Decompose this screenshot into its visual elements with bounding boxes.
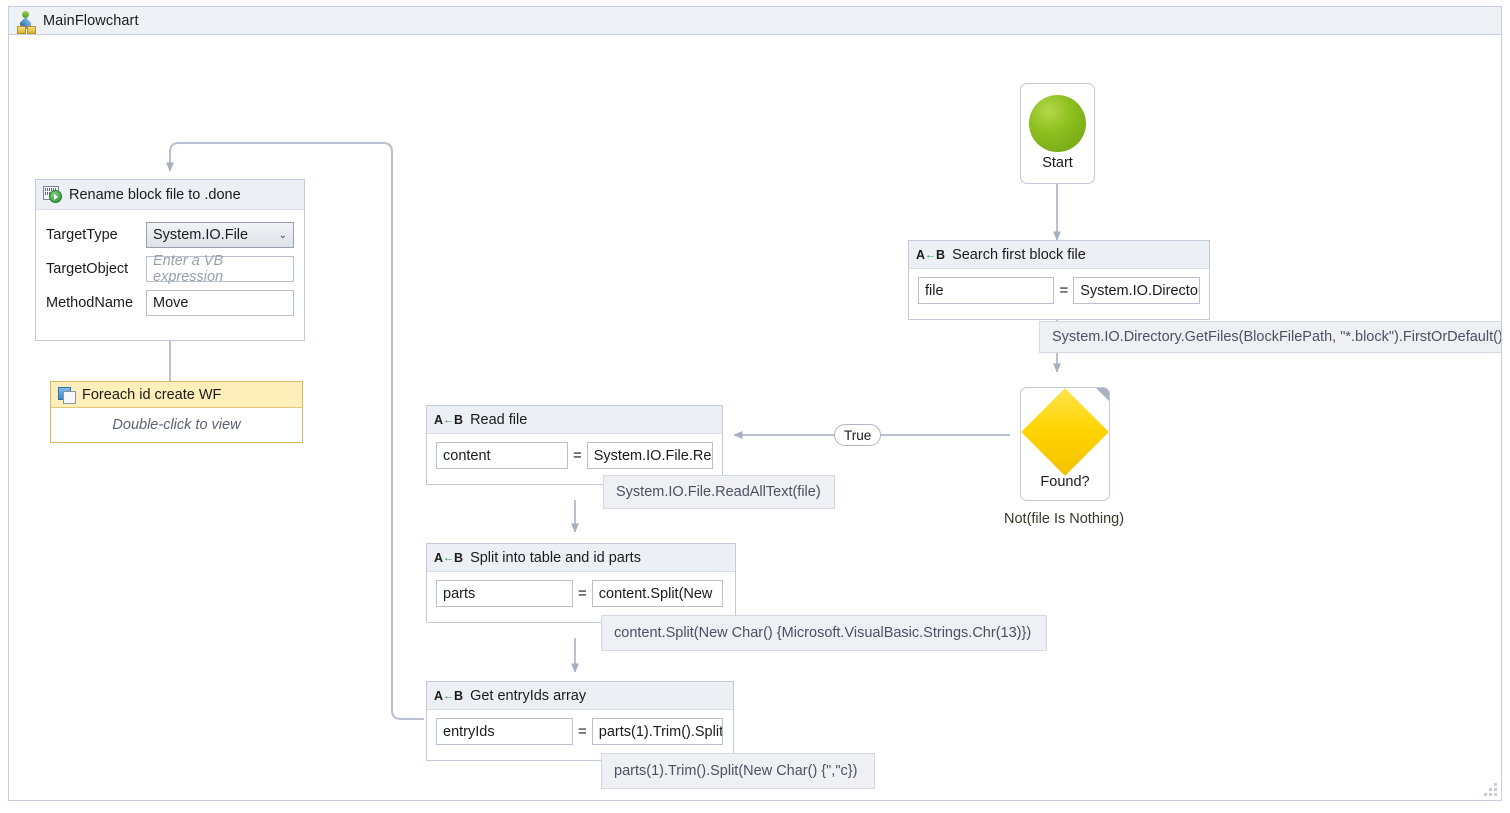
foreach-icon <box>58 386 76 404</box>
expression-tooltip-read-file: System.IO.File.ReadAllText(file) <box>603 475 835 509</box>
assign-to-field[interactable]: parts <box>436 580 573 607</box>
branch-label-true: True <box>834 424 882 446</box>
assign-equals: = <box>578 585 587 602</box>
assign-value-field[interactable]: System.IO.Director <box>1073 277 1200 304</box>
assign-node-get-entryids[interactable]: A←B Get entryIds array entryIds = parts(… <box>426 681 734 761</box>
foreach-node-hint: Double-click to view <box>112 417 241 433</box>
assign-node-search-first-block-file[interactable]: A←B Search first block file file = Syste… <box>908 240 1210 320</box>
expression-tooltip-search: System.IO.Directory.GetFiles(BlockFilePa… <box>1039 321 1501 353</box>
assign-icon: A←B <box>434 688 464 703</box>
expression-tooltip-split-parts: content.Split(New Char() {Microsoft.Visu… <box>601 615 1047 651</box>
decision-diamond-icon <box>1021 388 1109 476</box>
node-body: file = System.IO.Director <box>909 269 1209 313</box>
assign-equals: = <box>573 447 582 464</box>
node-body: content = System.IO.File.Reac <box>427 434 722 478</box>
assign-icon: A←B <box>916 247 946 262</box>
property-label: MethodName <box>46 295 134 311</box>
assign-value-field[interactable]: content.Split(New <box>591 580 723 607</box>
expand-corner-icon[interactable] <box>1096 388 1109 401</box>
assign-node-read-file[interactable]: A←B Read file content = System.IO.File.R… <box>426 405 723 485</box>
node-body: entryIds = parts(1).Trim().Split <box>427 710 733 754</box>
property-label: TargetType <box>46 227 118 243</box>
invoke-method-icon <box>43 186 62 203</box>
assign-value-field[interactable]: parts(1).Trim().Split <box>591 718 723 745</box>
assign-value-field[interactable]: System.IO.File.Reac <box>586 442 713 469</box>
node-header: A←B Search first block file <box>909 241 1209 269</box>
node-header: Rename block file to .done <box>36 180 304 210</box>
flowchart-canvas[interactable]: Start A←B Search first block file file =… <box>9 35 1501 800</box>
workflow-designer-window: MainFlowchart <box>8 6 1502 801</box>
node-title: Rename block file to .done <box>69 186 241 203</box>
property-label: TargetObject <box>46 261 129 277</box>
node-body: parts = content.Split(New <box>427 572 735 616</box>
methodname-input[interactable]: Move <box>146 290 294 316</box>
start-node-label: Start <box>1042 155 1073 171</box>
designer-title: MainFlowchart <box>43 12 139 29</box>
node-title: Foreach id create WF <box>82 386 222 403</box>
node-title: Read file <box>470 411 528 428</box>
decision-node-label: Found? <box>1040 474 1090 490</box>
assign-row: file = System.IO.Director <box>918 277 1200 304</box>
node-header: A←B Split into table and id parts <box>427 544 735 572</box>
assign-node-split-parts[interactable]: A←B Split into table and id parts parts … <box>426 543 736 623</box>
assign-to-field[interactable]: file <box>918 277 1055 304</box>
expression-tooltip-get-entryids: parts(1).Trim().Split(New Char() {","c}) <box>601 753 875 789</box>
assign-equals: = <box>1059 282 1069 299</box>
assign-to-field[interactable]: content <box>436 442 568 469</box>
node-header: A←B Read file <box>427 406 722 434</box>
decision-node-found[interactable]: Found? <box>1020 387 1110 501</box>
assign-equals: = <box>578 723 587 740</box>
assign-icon: A←B <box>434 550 464 565</box>
start-node[interactable]: Start <box>1020 83 1095 184</box>
assign-icon: A←B <box>434 412 464 427</box>
targettype-combobox[interactable]: System.IO.File ⌄ <box>146 222 294 248</box>
assign-row: parts = content.Split(New <box>436 580 726 607</box>
node-header: A←B Get entryIds array <box>427 682 733 710</box>
targettype-value: System.IO.File <box>153 227 249 243</box>
node-title: Get entryIds array <box>470 687 587 704</box>
decision-condition-label: Not(file Is Nothing) <box>1004 511 1125 527</box>
targetobject-input[interactable]: Enter a VB expression <box>146 253 294 285</box>
designer-titlebar: MainFlowchart <box>9 7 1501 35</box>
assign-row: entryIds = parts(1).Trim().Split <box>436 718 724 745</box>
node-title: Search first block file <box>952 246 1086 263</box>
node-body: TargetType System.IO.File ⌄ TargetObject… <box>36 210 304 326</box>
start-circle-icon <box>1029 95 1086 152</box>
property-row-methodname: MethodName Move <box>46 290 294 316</box>
node-header: Foreach id create WF <box>51 382 302 408</box>
chevron-down-icon: ⌄ <box>278 229 287 241</box>
property-row-targetobject: TargetObject Enter a VB expression <box>46 253 294 285</box>
property-row-targettype: TargetType System.IO.File ⌄ <box>46 222 294 248</box>
flowchart-icon <box>15 10 37 34</box>
assign-to-field[interactable]: entryIds <box>436 718 573 745</box>
foreach-node-create-wf[interactable]: Foreach id create WF Double-click to vie… <box>50 381 303 443</box>
node-title: Split into table and id parts <box>470 549 641 566</box>
resize-grip[interactable] <box>1484 783 1498 797</box>
assign-row: content = System.IO.File.Reac <box>436 442 713 469</box>
invoke-method-node-rename-block-file[interactable]: Rename block file to .done TargetType Sy… <box>35 179 305 341</box>
